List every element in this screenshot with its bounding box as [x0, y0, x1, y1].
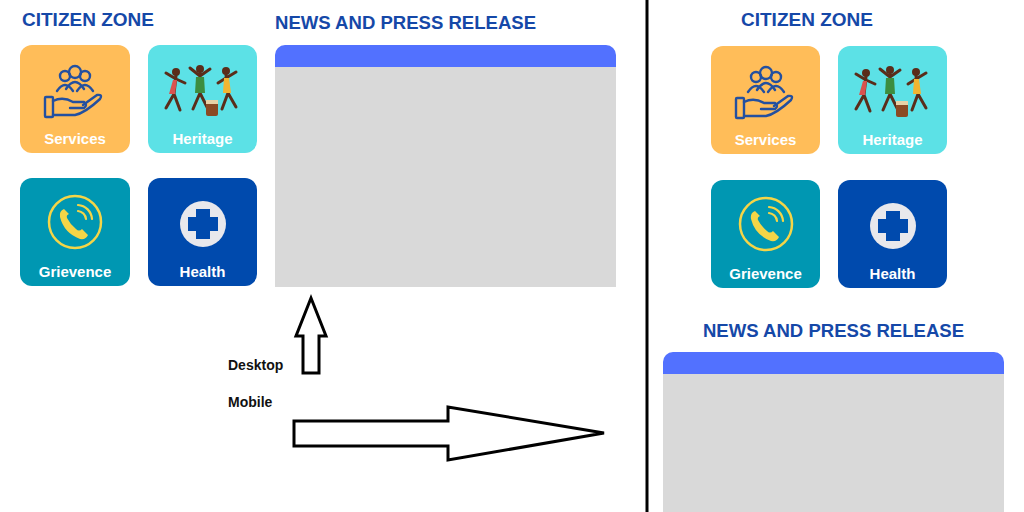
device-label: Mobile: [228, 394, 272, 410]
tile-label: Services: [735, 131, 797, 149]
divider-line: [646, 0, 649, 512]
services-icon: [45, 66, 101, 117]
content-panel: [663, 352, 1004, 512]
dancers-icon: [856, 66, 926, 117]
tile-label: Health: [870, 265, 916, 283]
tile-background: [20, 178, 130, 286]
label-holder: CITIZEN ZONE: [22, 9, 154, 31]
device-label: Desktop: [228, 357, 283, 373]
label-holder: Mobile: [228, 393, 272, 411]
medical-cross-icon: [870, 203, 916, 249]
phone-icon: [740, 198, 792, 250]
tile-label: Health: [180, 263, 226, 281]
up-arrow: [296, 298, 326, 373]
tile-label: Grievence: [39, 263, 112, 281]
service-tile: Heritage: [838, 46, 947, 154]
tile-label: Services: [44, 130, 106, 148]
tile-background: [148, 45, 257, 153]
section-heading: NEWS AND PRESS RELEASE: [275, 8, 616, 34]
tile-background: [711, 46, 820, 154]
tile-background: [148, 178, 257, 286]
service-tile: Services: [711, 46, 820, 154]
content-panel: [275, 45, 616, 287]
news-panel: NEWS AND PRESS RELEASE: [663, 316, 1004, 512]
phone-icon: [49, 196, 101, 248]
label-holder: CITIZEN ZONE: [741, 9, 873, 31]
section-heading: CITIZEN ZONE: [741, 9, 873, 30]
tile-label: Heritage: [862, 131, 922, 149]
service-tile: Grievence: [711, 180, 820, 288]
service-tile: Health: [838, 180, 947, 288]
service-tile: Heritage: [148, 45, 257, 153]
tile-label: Grievence: [729, 265, 802, 283]
service-tile: Health: [148, 178, 257, 286]
service-tile: Grievence: [20, 178, 130, 286]
tile-label: Heritage: [172, 130, 232, 148]
service-tile: Services: [20, 45, 130, 153]
label-holder: Desktop: [228, 356, 283, 374]
section-heading: CITIZEN ZONE: [22, 9, 154, 30]
news-panel: NEWS AND PRESS RELEASE: [275, 8, 616, 287]
tile-background: [711, 180, 820, 288]
section-heading: NEWS AND PRESS RELEASE: [663, 316, 1004, 342]
tile-background: [838, 180, 947, 288]
medical-cross-icon: [180, 201, 226, 247]
tile-background: [838, 46, 947, 154]
dancers-icon: [166, 65, 236, 116]
services-icon: [736, 67, 792, 118]
right-arrow: [294, 407, 604, 460]
tile-background: [20, 45, 130, 153]
